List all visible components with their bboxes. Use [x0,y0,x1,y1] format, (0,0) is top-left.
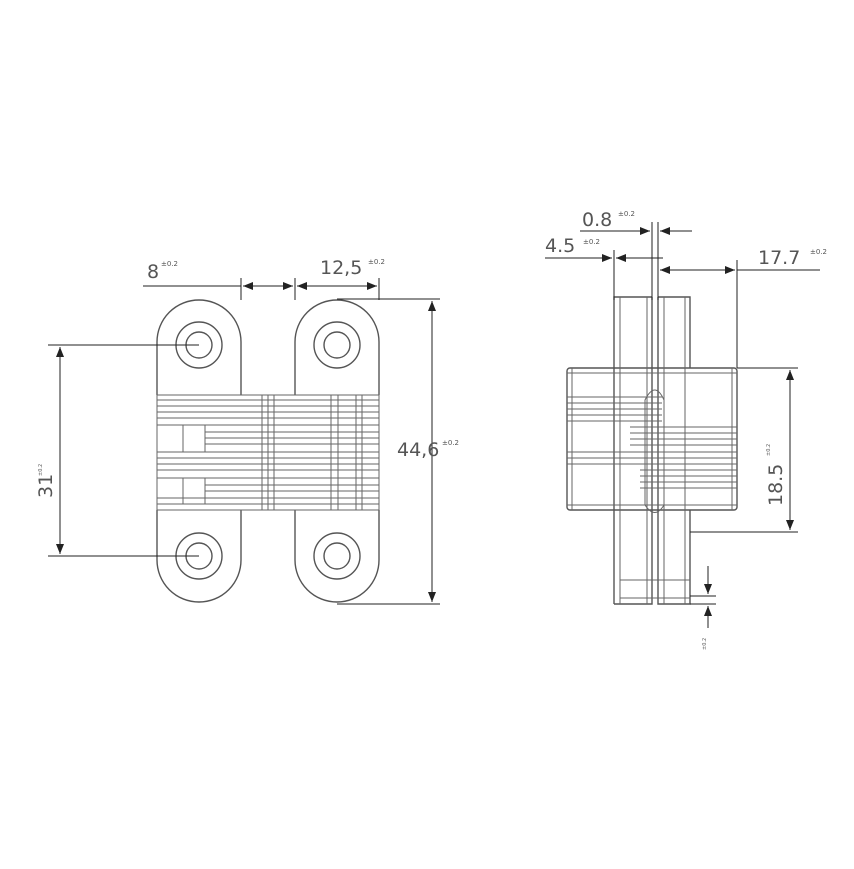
dim-depth-value: 17.7 [758,247,800,269]
dimension-bottom-offset: ±0.2 [690,566,716,650]
dimension-hole-pitch: 31 ±0.2 [35,344,199,557]
dim-height-tolerance: ±0.2 [442,439,459,447]
dim-offset-tolerance: ±0.2 [583,238,600,246]
dim-bottom-tolerance: ±0.2 [702,638,708,650]
dimension-thickness: 0.8 ±0.2 [580,209,692,300]
dim-offset-value: 4.5 [545,235,575,257]
dimension-offset: 4.5 ±0.2 [545,235,663,300]
screw-hole-bottom-right [313,532,361,580]
dim-body-height-value: 18.5 [765,464,787,506]
dimension-gap-width: 8 ±0.2 [143,260,296,300]
side-view-mechanism [567,297,737,604]
left-leaf-outline [156,299,242,603]
front-view: 8 ±0.2 12,5 ±0.2 44,6 ±0.2 31 ±0.2 [35,257,459,605]
dimension-overall-height: 44,6 ±0.2 [337,298,459,605]
dimension-body-depth: 17.7 ±0.2 [660,247,827,368]
dim-gap-value: 8 [147,261,159,283]
side-view-body [566,296,738,605]
dim-pitch-value: 31 [35,474,57,498]
dim-leaf-width-value: 12,5 [320,257,362,279]
dim-pitch-tolerance: ±0.2 [38,464,44,476]
dim-depth-tolerance: ±0.2 [810,248,827,256]
dim-body-height-tolerance: ±0.2 [766,444,772,456]
dim-leaf-width-tolerance: ±0.2 [368,258,385,266]
side-view: 0.8 ±0.2 4.5 ±0.2 17.7 ±0.2 18.5 ±0. [545,209,827,650]
dimension-body-height: 18.5 ±0.2 [690,367,798,533]
screw-hole-top-right [313,321,361,369]
dim-thickness-tolerance: ±0.2 [618,210,635,218]
dim-height-value: 44,6 [397,439,439,461]
hinge-mechanism-front [156,394,380,511]
dimension-leaf-width: 12,5 ±0.2 [297,257,385,300]
right-leaf-outline [294,299,380,603]
dim-thickness-value: 0.8 [582,209,612,231]
dim-gap-tolerance: ±0.2 [161,260,178,268]
